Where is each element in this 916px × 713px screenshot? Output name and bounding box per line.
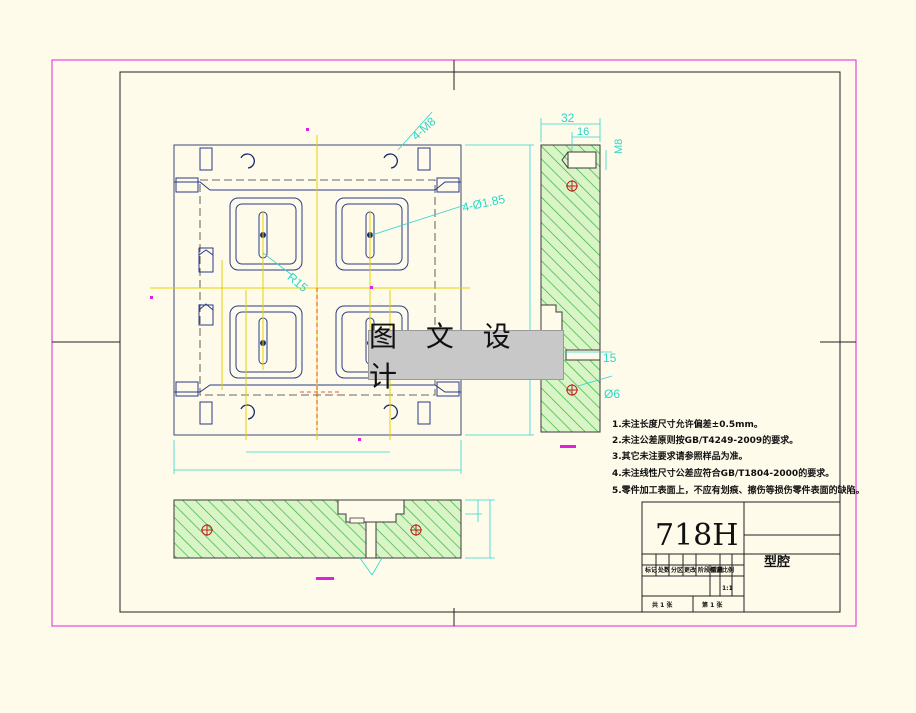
- bottom-view-marker: [316, 577, 334, 580]
- bottom-dimension-lines: [359, 499, 495, 576]
- dim-pin-holes: 4-Ø1.85: [461, 192, 507, 215]
- title-sheet-no: 第 1 张: [701, 601, 723, 609]
- title-cell-6: 重量: [711, 566, 723, 574]
- note-5: 5.零件加工表面上，不应有划痕、擦伤等损伤零件表面的缺陷。: [612, 484, 865, 496]
- note-2: 2.未注公差原则按GB/T4249-2009的要求。: [612, 434, 798, 446]
- front-dimension-lines: [173, 111, 534, 474]
- dim-screw-holes: 4-M8: [409, 114, 439, 143]
- side-threaded-hole: [567, 151, 597, 169]
- side-thread-tip: [561, 151, 569, 169]
- watermark-banner: 图 文 设 计: [368, 320, 564, 393]
- side-view-marker: [560, 445, 576, 448]
- bottom-view-section: [173, 499, 462, 559]
- red-hidden-lines: [300, 288, 340, 430]
- title-scale: 1:1: [722, 585, 733, 592]
- dim-side-thread: M8: [613, 139, 625, 154]
- title-cell-1: 标记: [644, 566, 657, 574]
- dim-side-depth: 15: [603, 351, 617, 365]
- side-view: 32 16 M8 15 Ø6: [540, 111, 625, 448]
- section-markers: [150, 128, 373, 441]
- bottom-view-pocket: [337, 499, 405, 523]
- side-dimension-lines: [540, 118, 613, 387]
- side-ejector-bore: [565, 349, 601, 361]
- part-name: 型腔: [764, 554, 790, 570]
- corner-features: [174, 147, 461, 425]
- dim-side-offset: 16: [577, 126, 589, 138]
- bottom-view: [173, 499, 495, 580]
- dim-side-width: 32: [561, 111, 575, 125]
- side-cross-holes: [566, 180, 578, 396]
- note-4: 4.未注线性尺寸公差应符合GB/T1804-2000的要求。: [612, 467, 834, 479]
- centering-marks: [52, 60, 856, 626]
- title-cell-5: 阶段标记: [698, 566, 722, 574]
- screw-holes: [240, 153, 398, 420]
- title-sheets: 共 1 张: [652, 601, 673, 609]
- title-block: [641, 501, 841, 613]
- title-cell-4: 更改: [684, 566, 697, 574]
- note-3: 3.其它未注要求请参照样品为准。: [612, 450, 748, 462]
- side-view-section: [540, 144, 601, 433]
- material-label: 718H: [655, 518, 738, 553]
- bottom-ejector-bore: [365, 521, 377, 559]
- title-cell-7: 比例: [722, 566, 734, 574]
- note-1: 1.未注长度尺寸允许偏差±0.5mm。: [612, 418, 763, 430]
- bottom-small-slot: [349, 517, 365, 524]
- cavity-top-left: [229, 197, 303, 271]
- front-view: 4-M8 4-Ø1.85 R15: [150, 111, 534, 474]
- title-cell-3: 分区: [671, 566, 683, 574]
- bottom-cross-holes: [201, 524, 422, 536]
- dim-side-hole: Ø6: [604, 387, 620, 401]
- title-cell-2: 处数: [657, 566, 671, 574]
